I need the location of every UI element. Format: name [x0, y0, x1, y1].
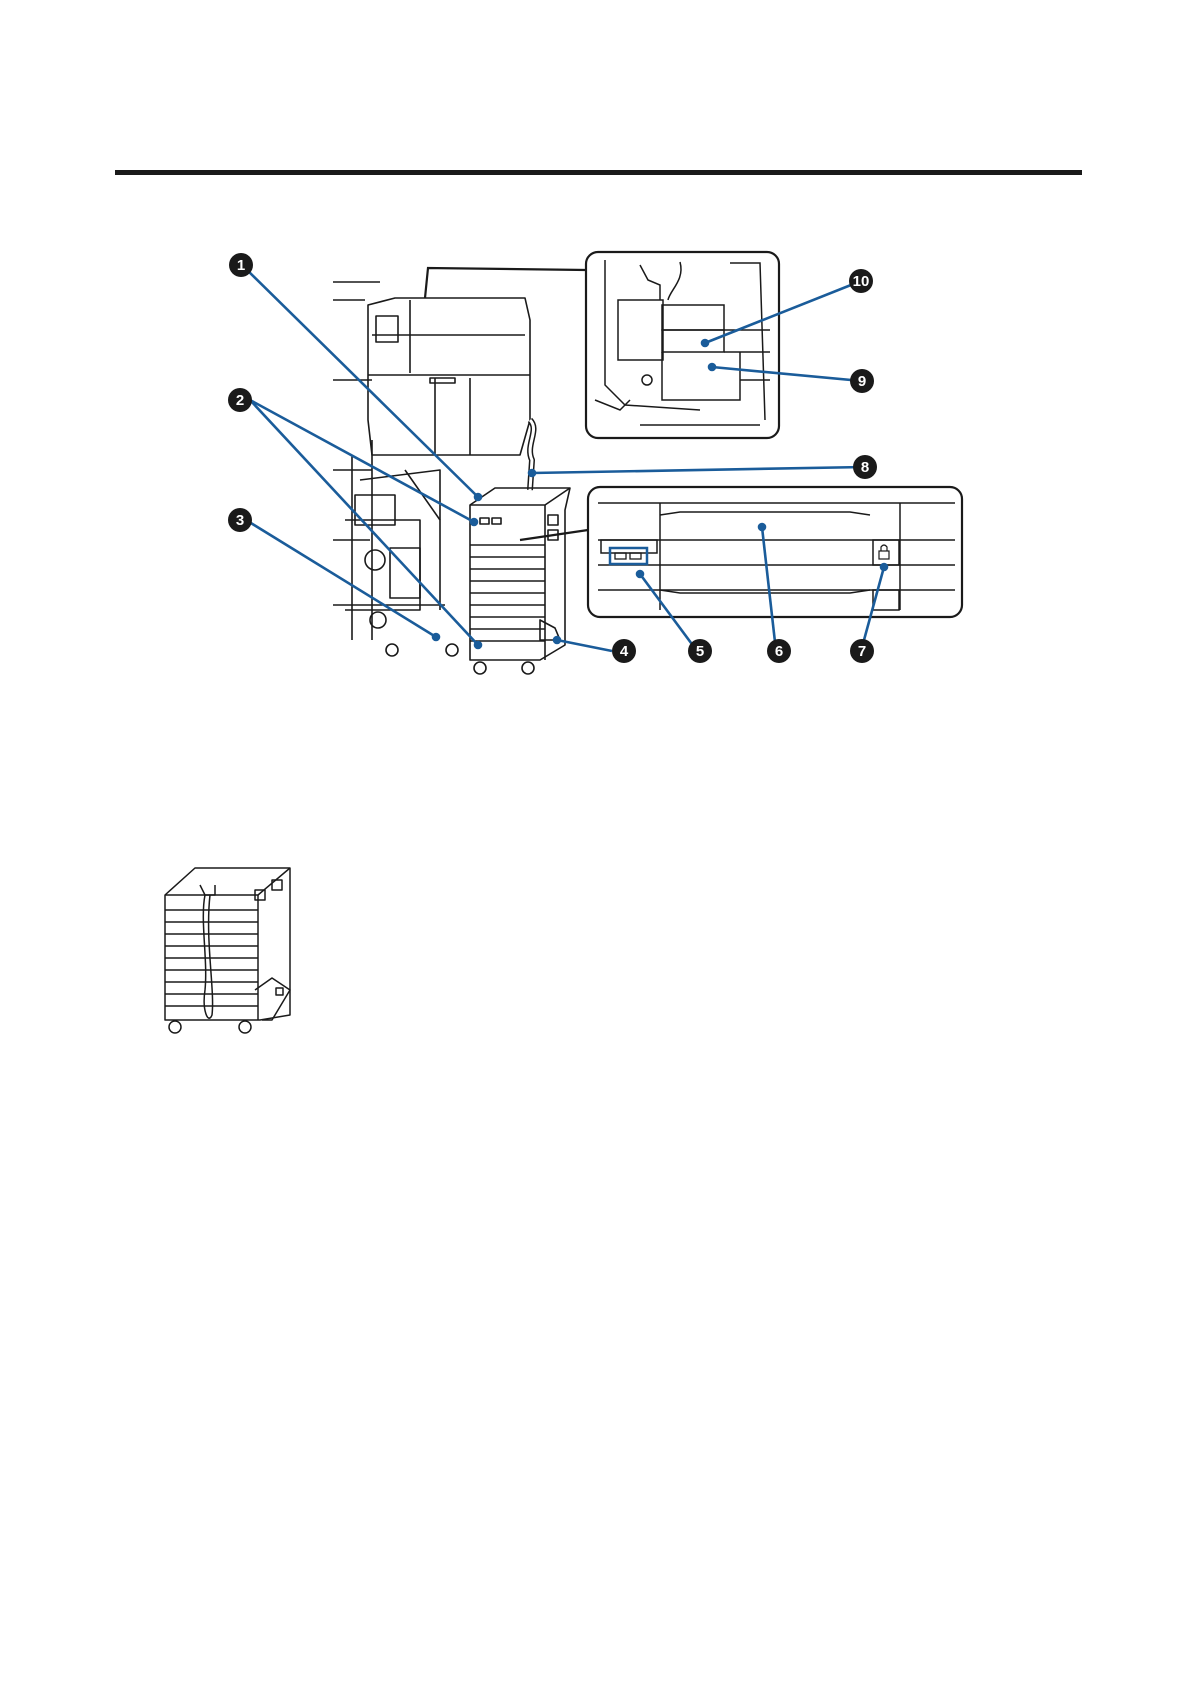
- svg-text:4: 4: [620, 643, 629, 660]
- callout-8: 8: [853, 455, 877, 479]
- bulk-ink-unit-secondary-figure: [165, 868, 290, 1033]
- svg-text:6: 6: [775, 643, 783, 660]
- bulk-ink-unit-drawing: [470, 488, 570, 674]
- svg-text:10: 10: [853, 273, 870, 290]
- callout-5: 5: [688, 639, 712, 663]
- callout-2: 2: [228, 388, 252, 412]
- svg-text:3: 3: [236, 512, 244, 529]
- ink-hose-drawing: [530, 420, 534, 490]
- svg-text:8: 8: [861, 459, 869, 476]
- callout-7: 7: [850, 639, 874, 663]
- callout-3: 3: [228, 508, 252, 532]
- callout-9: 9: [850, 369, 874, 393]
- printer-top-unit-drawing: [368, 298, 530, 455]
- detail-inset-ink-panel: [520, 487, 962, 617]
- svg-text:2: 2: [236, 392, 244, 409]
- svg-text:1: 1: [237, 257, 245, 274]
- callout-4: 4: [612, 639, 636, 663]
- printer-frame-drawing: [333, 282, 458, 656]
- detail-inset-hose-connector: [425, 252, 779, 438]
- callout-10: 10: [849, 269, 873, 293]
- callout-6: 6: [767, 639, 791, 663]
- svg-text:7: 7: [858, 643, 866, 660]
- svg-text:5: 5: [696, 643, 704, 660]
- callout-1: 1: [229, 253, 253, 277]
- svg-text:9: 9: [858, 373, 866, 390]
